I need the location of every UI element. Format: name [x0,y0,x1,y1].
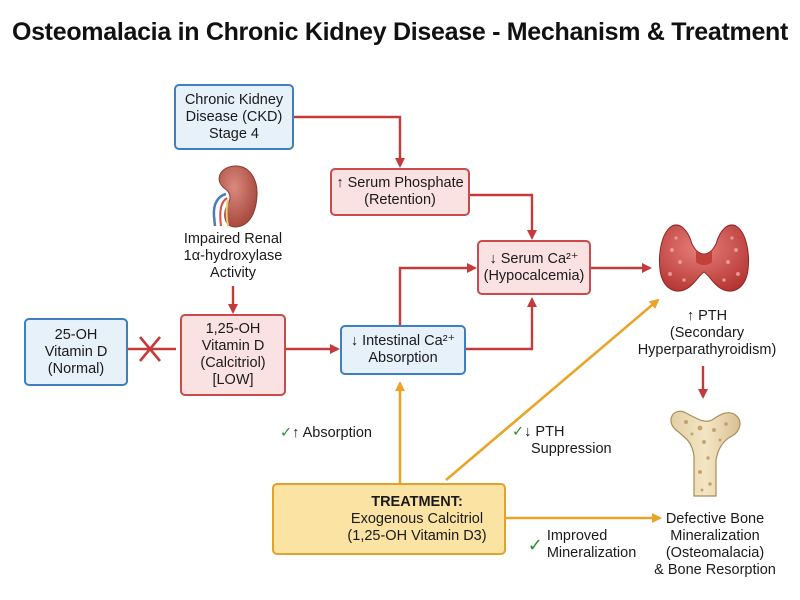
ckd-line-2: Disease (CKD) [185,108,283,125]
bone-line-1: Defective Bone [665,511,765,527]
vitd25-line-2: Vitamin D [44,343,108,360]
kidney-icon [212,165,258,228]
intestinal-line-1: ↓ Intestinal Ca²⁺ [350,333,456,349]
pth-line-1: ↑ PTH [686,308,728,324]
ckd-line-1: Chronic Kidney [184,91,284,108]
calcitriol-line-3: (Calcitriol) [200,355,266,371]
serum-calcium-box: ↓ Serum Ca²⁺ (Hypocalcemia) [477,240,591,295]
x-mark-icon [128,336,176,362]
improved-line-2: Mineralization [546,545,637,561]
ckd-line-3: Stage 4 [209,125,259,142]
arrow-phosphate-to-serum-ca [470,193,537,240]
impaired-line-1: Impaired Renal [183,231,283,247]
intestinal-absorption-box: ↓ Intestinal Ca²⁺ Absorption [340,325,466,375]
pth-line-2: (Secondary [669,325,745,341]
improved-mineralization-label: ✓ Improved Mineralization [520,528,644,562]
check-icon: ✓ [280,425,293,441]
vitamin-d-25oh-box: 25-OH Vitamin D (Normal) [24,318,128,386]
intestinal-line-2: Absorption [368,350,438,366]
phosphate-line-1: ↑ Serum Phosphate [336,175,464,191]
improved-line-1: Improved [546,528,608,544]
pth-suppression-label: ✓↓ PTH Suppression [512,424,622,458]
impaired-hydroxylase-label: Impaired Renal 1α-hydroxylase Activity [160,231,306,282]
impaired-line-3: Activity [210,265,256,281]
treatment-box: TREATMENT: Exogenous Calcitriol (1,25-OH… [272,483,506,555]
bone-line-4: & Bone Resorption [654,562,776,578]
absorption-label: ✓↑ Absorption [280,425,396,442]
arrow-intestinal-to-serum-ca-upper [398,263,477,325]
check-icon: ✓ [527,534,543,555]
calcitriol-line-4: [LOW] [212,372,254,388]
treatment-line-3: (1,25-OH Vitamin D3) [347,527,487,544]
calcitriol-line-2: Vitamin D [201,338,265,354]
femur-bone-icon [670,410,741,497]
pth-label: ↑ PTH (Secondary Hyperparathyroidism) [622,308,792,359]
thyroid-icon [659,224,749,292]
arrow-treatment-to-pth [445,298,660,481]
vitd25-line-1: 25-OH [54,326,98,343]
calcitriol-line-1: 1,25-OH [205,321,261,337]
pth-suppression-text-1: ↓ PTH [524,424,565,440]
bone-outcome-label: Defective Bone Mineralization (Osteomala… [640,511,790,579]
vitd25-line-3: (Normal) [47,360,105,377]
bone-line-2: Mineralization [670,528,760,544]
pth-line-3: Hyperparathyroidism) [637,342,777,358]
page-title: Osteomalacia in Chronic Kidney Disease -… [11,18,789,46]
pth-suppression-line-1: ✓↓ PTH [512,424,622,441]
phosphate-line-2: (Retention) [364,192,436,208]
serum-phosphate-box: ↑ Serum Phosphate (Retention) [330,168,470,216]
ckd-box: Chronic Kidney Disease (CKD) Stage 4 [174,84,294,150]
arrow-ckd-to-phosphate [294,115,405,168]
treatment-line-2: Exogenous Calcitriol [350,510,484,527]
check-icon: ✓ [512,424,525,440]
absorption-text: ↑ Absorption [292,425,372,441]
impaired-line-2: 1α-hydroxylase [183,248,283,264]
arrow-intestinal-to-serum-ca-lower [466,297,537,351]
serum-ca-line-2: (Hypocalcemia) [483,267,585,284]
pth-suppression-text-2: Suppression [531,441,612,457]
treatment-heading: TREATMENT: [371,493,463,510]
serum-ca-line-1: ↓ Serum Ca²⁺ [489,250,579,267]
bone-line-3: (Osteomalacia) [665,545,765,561]
calcitriol-box: 1,25-OH Vitamin D (Calcitriol) [LOW] [180,314,286,396]
